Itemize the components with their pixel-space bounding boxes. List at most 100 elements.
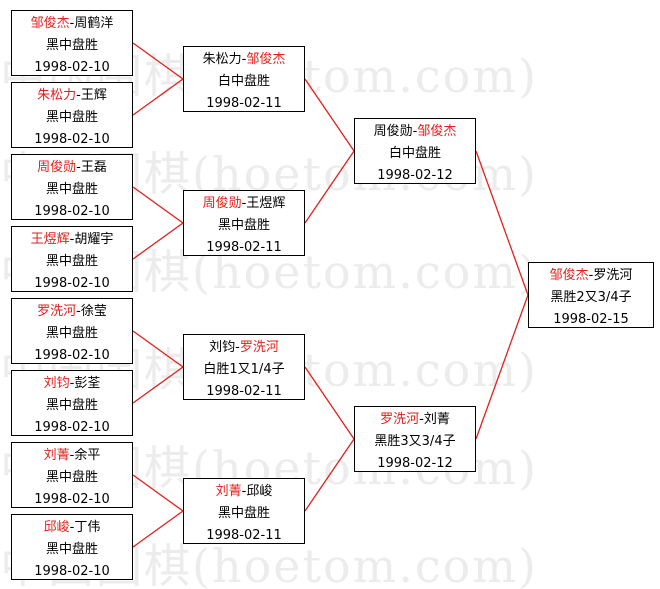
match-box-r1-8: 邱峻-丁伟黑中盘胜 1998-02-10: [11, 514, 133, 580]
match-date: 1998-02-10: [34, 492, 110, 507]
player-separator: -: [412, 124, 418, 139]
connector-line: [475, 294, 529, 440]
winner-name: 刘菁: [215, 484, 242, 499]
match-date: 1998-02-15: [553, 312, 629, 327]
match-players: 刘钧-罗洗河: [184, 337, 304, 359]
winner-name: 周俊勋: [202, 196, 242, 211]
match-players: 周俊勋-王煜辉: [184, 193, 304, 215]
match-result: 黑胜2又3/4子: [550, 290, 632, 305]
loser-name: 刘菁: [423, 412, 450, 427]
match-result: 黑胜3又3/4子: [374, 434, 456, 449]
loser-name: 胡耀宇: [74, 232, 114, 247]
match-box-final-1: 邹俊杰-罗洗河黑胜2又3/4子 1998-02-15: [528, 262, 654, 328]
match-date: 1998-02-10: [34, 132, 110, 147]
connector-line: [132, 78, 184, 116]
connector-line: [132, 366, 184, 404]
loser-name: 徐莹: [80, 304, 107, 319]
match-date: 1998-02-10: [34, 204, 110, 219]
loser-name: 王辉: [80, 88, 107, 103]
connector-line: [132, 510, 184, 548]
match-players: 邹俊杰-罗洗河: [529, 265, 653, 287]
player-separator: -: [69, 16, 75, 31]
player-separator: -: [76, 88, 81, 103]
loser-name: 邱峻: [246, 484, 273, 499]
match-box-r3-1: 周俊勋-邹俊杰白中盘胜 1998-02-12: [354, 118, 476, 184]
player-separator: -: [241, 484, 247, 499]
loser-name: 周鹤洋: [74, 16, 114, 31]
match-date: 1998-02-10: [34, 420, 110, 435]
connector-line: [304, 438, 355, 512]
match-date: 1998-02-10: [34, 60, 110, 75]
loser-name: 王磊: [80, 160, 107, 175]
player-separator: -: [235, 340, 240, 355]
player-separator: -: [69, 376, 75, 391]
match-box-r1-1: 邹俊杰-周鹤洋黑中盘胜 1998-02-10: [11, 10, 133, 76]
winner-name: 罗洗河: [239, 340, 279, 355]
match-players: 邱峻-丁伟: [12, 517, 132, 539]
connector-line: [132, 42, 184, 80]
match-players: 罗洗河-刘菁: [355, 409, 475, 431]
player-separator: -: [76, 160, 81, 175]
match-result: 黑中盘胜: [45, 542, 98, 557]
match-result: 黑中盘胜: [45, 182, 98, 197]
connector-line: [132, 474, 184, 512]
match-players: 刘菁-邱峻: [184, 481, 304, 503]
match-box-r1-6: 刘钧-彭荃黑中盘胜 1998-02-10: [11, 370, 133, 436]
match-result: 黑中盘胜: [45, 38, 98, 53]
match-result: 白中盘胜: [388, 146, 441, 161]
match-result: 黑中盘胜: [45, 110, 98, 125]
connector-line: [132, 186, 184, 224]
match-players: 王煜辉-胡耀宇: [12, 229, 132, 251]
match-date: 1998-02-11: [206, 96, 282, 111]
player-separator: -: [69, 520, 75, 535]
winner-name: 刘钧: [43, 376, 70, 391]
match-players: 刘钧-彭荃: [12, 373, 132, 395]
player-separator: -: [241, 52, 247, 67]
winner-name: 邹俊杰: [246, 52, 286, 67]
loser-name: 余平: [74, 448, 101, 463]
match-date: 1998-02-12: [377, 168, 453, 183]
match-date: 1998-02-11: [206, 240, 282, 255]
loser-name: 刘钧: [209, 340, 236, 355]
winner-name: 邱峻: [43, 520, 70, 535]
player-separator: -: [588, 268, 594, 283]
match-players: 邹俊杰-周鹤洋: [12, 13, 132, 35]
player-separator: -: [69, 448, 75, 463]
match-date: 1998-02-10: [34, 348, 110, 363]
loser-name: 罗洗河: [593, 268, 633, 283]
match-box-r1-7: 刘菁-余平黑中盘胜 1998-02-10: [11, 442, 133, 508]
connector-line: [304, 150, 355, 224]
connector-line: [132, 222, 184, 260]
match-box-r2-1: 朱松力-邹俊杰白中盘胜 1998-02-11: [183, 46, 305, 112]
player-separator: -: [419, 412, 424, 427]
winner-name: 周俊勋: [37, 160, 77, 175]
loser-name: 王煜辉: [246, 196, 286, 211]
match-players: 罗洗河-徐莹: [12, 301, 132, 323]
match-result: 黑中盘胜: [45, 470, 98, 485]
match-date: 1998-02-11: [206, 384, 282, 399]
match-result: 黑中盘胜: [45, 398, 98, 413]
match-result: 白中盘胜: [217, 74, 270, 89]
winner-name: 邹俊杰: [30, 16, 70, 31]
match-date: 1998-02-10: [34, 564, 110, 579]
match-players: 周俊勋-王磊: [12, 157, 132, 179]
match-players: 周俊勋-邹俊杰: [355, 121, 475, 143]
match-date: 1998-02-10: [34, 276, 110, 291]
winner-name: 邹俊杰: [549, 268, 589, 283]
connector-line: [304, 78, 355, 152]
winner-name: 刘菁: [43, 448, 70, 463]
match-players: 刘菁-余平: [12, 445, 132, 467]
match-players: 朱松力-邹俊杰: [184, 49, 304, 71]
connector-line: [132, 330, 184, 368]
player-separator: -: [241, 196, 247, 211]
player-separator: -: [76, 304, 81, 319]
loser-name: 朱松力: [202, 52, 242, 67]
winner-name: 邹俊杰: [417, 124, 457, 139]
